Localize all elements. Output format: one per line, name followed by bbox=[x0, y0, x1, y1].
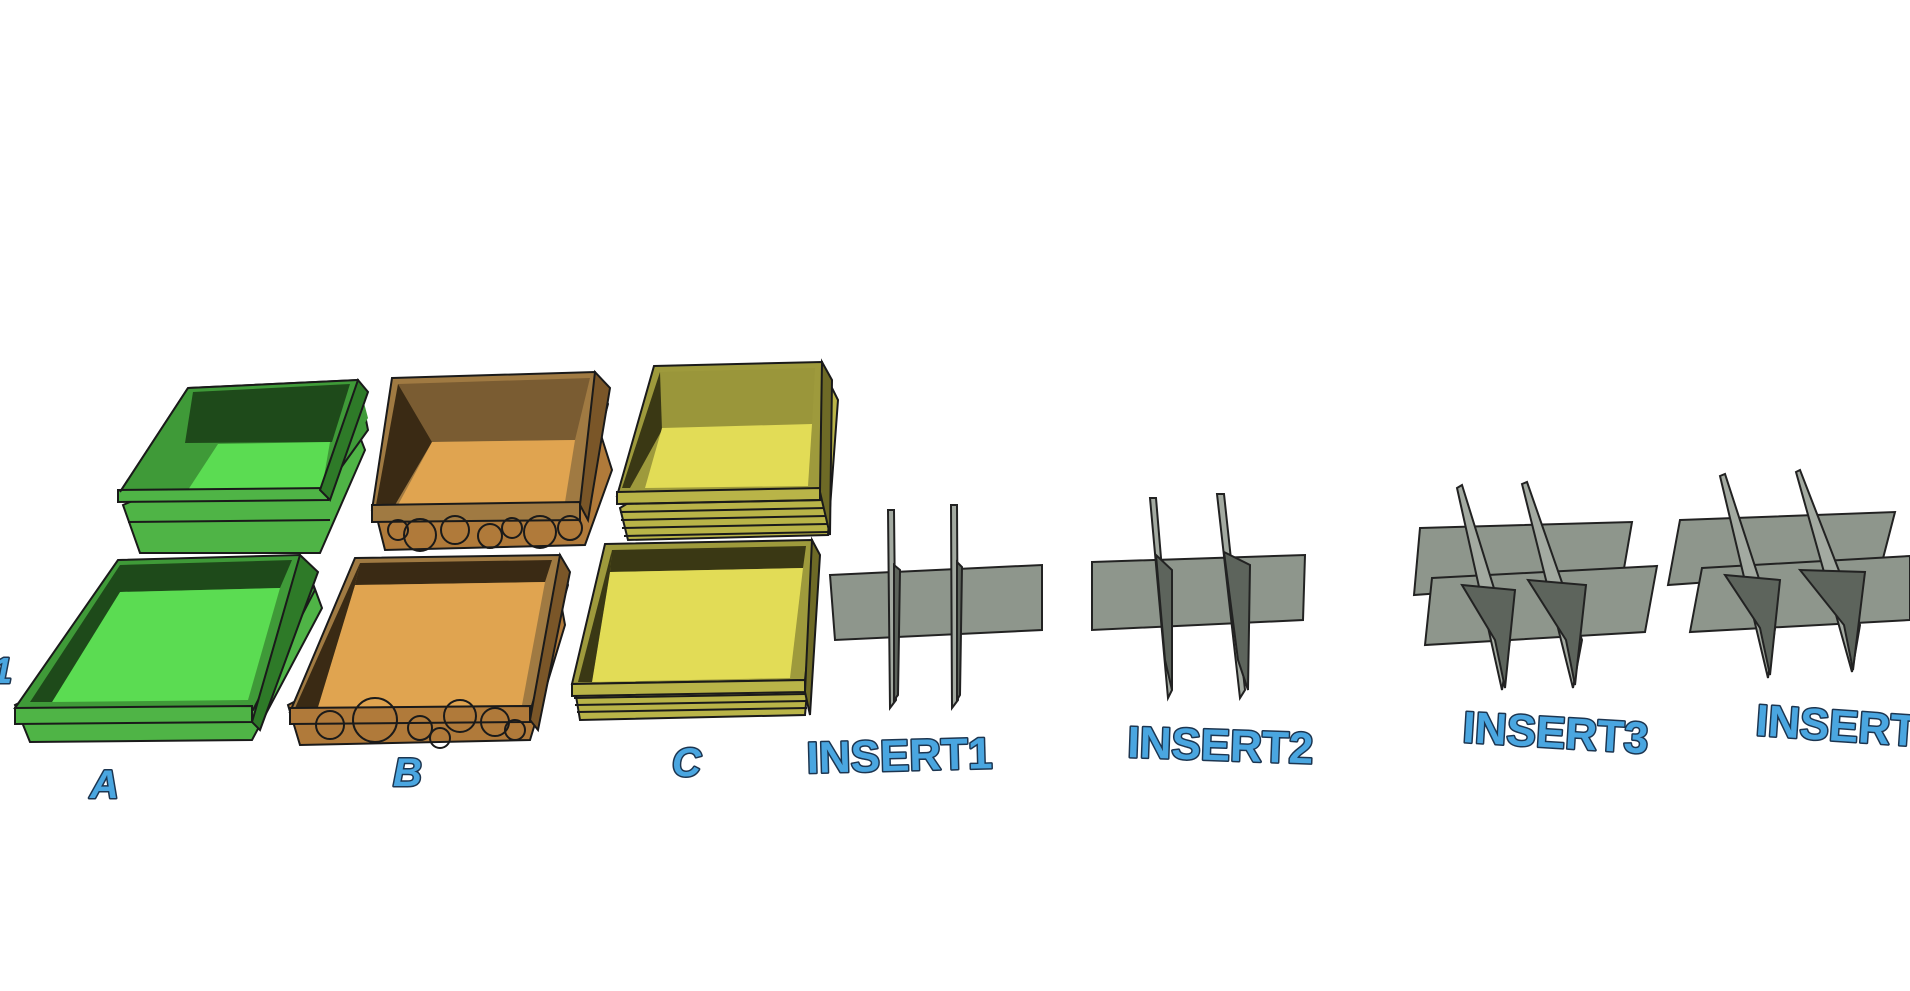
tray-b-lid-circles bbox=[387, 515, 583, 552]
tray-b-lid[interactable] bbox=[370, 369, 614, 552]
tray-b-base[interactable] bbox=[286, 552, 572, 749]
tray-b-group[interactable] bbox=[286, 369, 614, 749]
tray-c-lid[interactable] bbox=[615, 358, 840, 542]
tray-a-lid[interactable] bbox=[117, 377, 370, 554]
insert2-divider[interactable] bbox=[1091, 493, 1307, 702]
insert1-divider[interactable] bbox=[828, 504, 1043, 711]
label-insert2: INSERT2 bbox=[1127, 718, 1314, 773]
insert3-divider[interactable] bbox=[1412, 480, 1659, 691]
tray-a-base[interactable] bbox=[13, 553, 324, 744]
label-insert4: INSERT4 bbox=[1754, 696, 1910, 758]
scene-labels: 2 1 A B C INSERT1 INSERT2 INSERT3 INSERT… bbox=[0, 649, 1910, 809]
label-tray-b: B bbox=[393, 751, 422, 795]
label-insert1: INSERT1 bbox=[806, 729, 993, 783]
tray-a-group[interactable] bbox=[13, 377, 370, 744]
insert4-divider[interactable] bbox=[1666, 468, 1910, 679]
label-tray-c: C bbox=[672, 741, 702, 785]
label-tray-a: A bbox=[89, 763, 119, 807]
tray-c-group[interactable] bbox=[570, 358, 840, 722]
label-partial-1: 1 bbox=[0, 650, 12, 691]
tray-b-base-circles bbox=[315, 697, 526, 749]
tray-c-base[interactable] bbox=[570, 536, 822, 722]
label-insert3: INSERT3 bbox=[1461, 703, 1649, 763]
